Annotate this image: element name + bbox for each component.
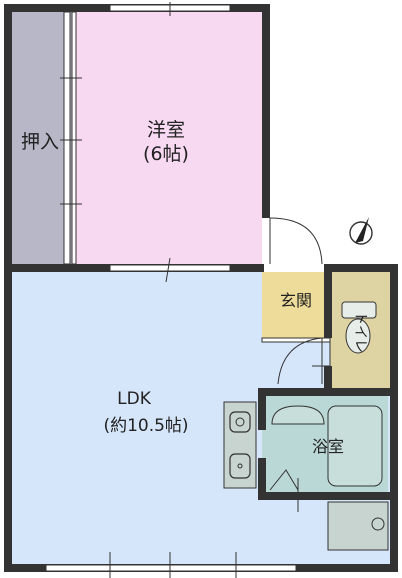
western-room-fill — [72, 10, 262, 268]
window-tick-marks — [60, 2, 237, 578]
western-room-name: 洋室 — [147, 119, 185, 141]
stove-burner-center — [235, 417, 245, 427]
closet-fill — [10, 10, 72, 268]
sink-drain — [237, 463, 243, 469]
north-arrow-icon — [349, 217, 373, 245]
toilet-name: トイレ — [352, 311, 368, 353]
closet-name: 押入 — [21, 131, 59, 153]
toilet-bowl — [345, 318, 371, 354]
entrance-step — [261, 337, 331, 343]
stove-burner — [229, 411, 251, 433]
ldk-size: (約10.5帖) — [103, 416, 188, 436]
bathtub — [327, 405, 383, 487]
entrance-fill — [262, 272, 324, 340]
washbasin — [271, 405, 325, 425]
bath-name: 浴室 — [312, 437, 344, 456]
washing-machine-drain — [371, 517, 385, 531]
kitchen-counter — [223, 401, 257, 489]
toilet-tank — [341, 301, 377, 319]
western-room-size: (6帖) — [143, 143, 189, 165]
kitchen-sink — [229, 453, 251, 479]
doors — [269, 217, 331, 512]
entrance-name: 玄関 — [280, 291, 312, 310]
washing-machine-pan — [327, 501, 389, 551]
ldk-name: LDK — [117, 389, 152, 409]
